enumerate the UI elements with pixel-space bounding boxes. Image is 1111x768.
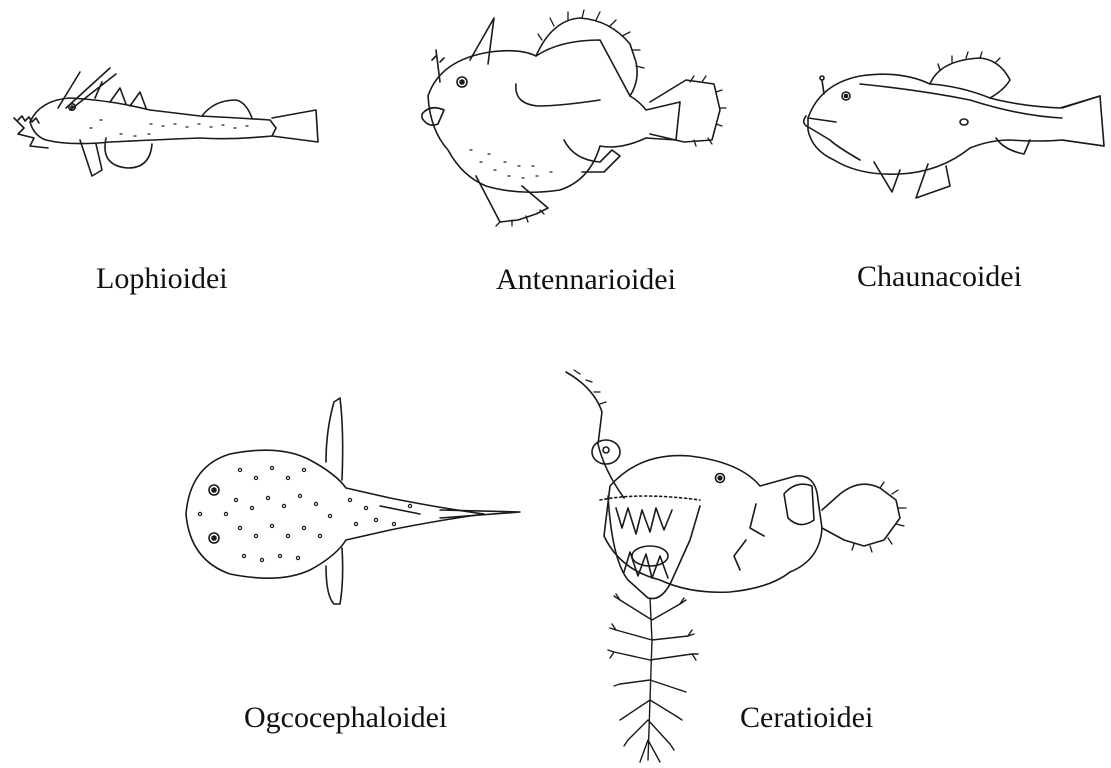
label-antennarioidei: Antennarioidei xyxy=(496,265,676,295)
label-lophioidei: Lophioidei xyxy=(96,264,228,294)
label-ogcocephaloidei: Ogcocephaloidei xyxy=(244,703,447,733)
label-chaunacoidei: Chaunacoidei xyxy=(857,262,1022,292)
label-ceratioidei: Ceratioidei xyxy=(740,703,873,733)
